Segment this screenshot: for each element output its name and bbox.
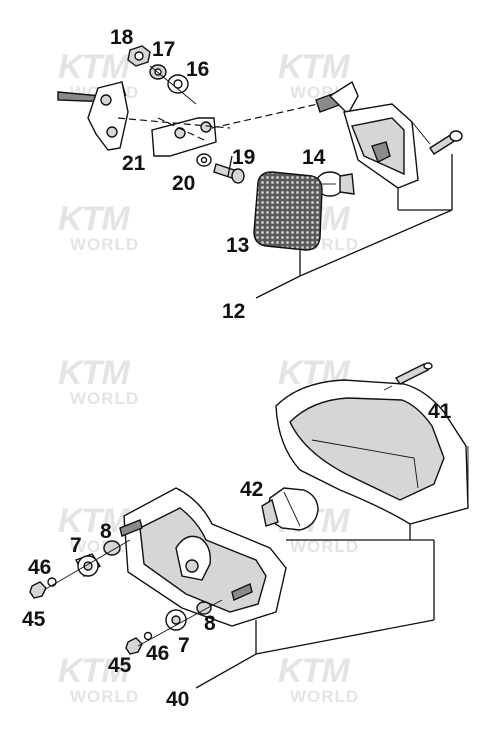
callout-46b: 46 xyxy=(146,642,169,665)
watermark-7: KTM WORLD xyxy=(58,502,138,556)
callout-19: 19 xyxy=(232,146,255,169)
screw-washer-drawing xyxy=(196,153,245,184)
lens-grid-drawing xyxy=(253,171,323,251)
callout-45a: 45 xyxy=(22,608,46,631)
callout-41: 41 xyxy=(428,400,452,423)
taillight-base-drawing xyxy=(119,487,287,627)
right-fastener-stack-drawing xyxy=(125,599,223,655)
watermark-brand: KTM xyxy=(58,502,130,540)
callout-8a: 8 xyxy=(100,520,112,543)
watermark-world: WORLD xyxy=(70,687,139,706)
watermark-world: WORLD xyxy=(290,537,359,556)
housing-screw-drawing xyxy=(429,130,463,155)
callout-42: 42 xyxy=(240,478,263,501)
watermark-brand: KTM xyxy=(58,354,130,392)
watermark-brand: KTM xyxy=(278,48,350,86)
callout-16: 16 xyxy=(186,58,209,81)
watermark-world: WORLD xyxy=(70,389,139,408)
watermark-brand: KTM xyxy=(58,200,130,238)
lamp-housing-drawing xyxy=(315,80,431,189)
left-fastener-stack-drawing xyxy=(29,539,131,599)
holder-plate-drawing xyxy=(151,117,217,157)
callout-7b: 7 xyxy=(178,634,190,657)
long-screw-drawing xyxy=(383,362,433,391)
callout-46a: 46 xyxy=(28,556,51,579)
callout-40: 40 xyxy=(166,688,189,711)
watermark-world: WORLD xyxy=(70,235,139,254)
watermark-9: KTM WORLD xyxy=(58,652,139,706)
callout-18: 18 xyxy=(110,26,134,49)
bulb-large-drawing xyxy=(261,487,319,531)
watermark-brand: KTM xyxy=(278,652,350,690)
watermark-10: KTM WORLD xyxy=(278,652,359,706)
watermark-5: KTM WORLD xyxy=(58,354,139,408)
bottom-assembly: 41 42 7 8 46 45 8 7 46 45 40 xyxy=(22,362,469,711)
callout-14: 14 xyxy=(302,146,326,169)
watermark-layer: KTM WORLD KTM WORLD KTM WORLD KTM WORLD … xyxy=(58,48,359,706)
watermark-brand: KTM xyxy=(58,48,130,86)
bottom-leader-lines xyxy=(195,524,435,689)
callout-20: 20 xyxy=(172,172,195,195)
watermark-world: WORLD xyxy=(290,687,359,706)
callout-12: 12 xyxy=(222,300,245,323)
callout-7a: 7 xyxy=(70,534,82,557)
top-assembly: 18 17 16 21 19 20 14 13 12 xyxy=(57,26,463,323)
watermark-brand: KTM xyxy=(58,652,130,690)
callout-13: 13 xyxy=(226,234,249,257)
nut-washer-stack-drawing xyxy=(127,45,197,105)
callout-8b: 8 xyxy=(204,612,216,635)
frame-bracket-drawing xyxy=(57,81,129,151)
bulb-small-drawing xyxy=(315,171,355,197)
watermark-3: KTM WORLD xyxy=(58,200,139,254)
callout-17: 17 xyxy=(152,38,175,61)
callout-45b: 45 xyxy=(108,654,132,677)
top-leader-lines xyxy=(117,103,453,299)
callout-21: 21 xyxy=(122,152,146,175)
rear-lens-cover-drawing xyxy=(275,379,469,525)
